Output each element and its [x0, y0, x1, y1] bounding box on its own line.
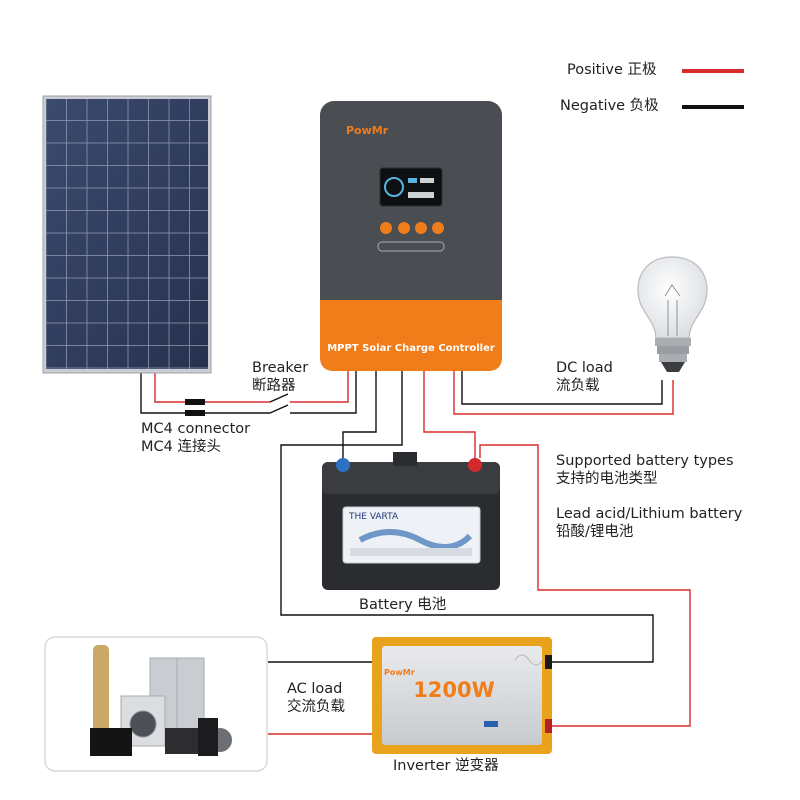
dc-load-label-en: DC load: [556, 360, 613, 376]
wires: [140, 366, 691, 735]
inverter-icon: PowMr 1200W: [372, 637, 552, 754]
controller-title: MPPT Solar Charge Controller: [327, 343, 495, 354]
ac-load-label-en: AC load: [287, 681, 343, 697]
wire-inverter-negative: [280, 366, 654, 663]
legend-positive-label: Positive 正极: [567, 62, 657, 78]
legend-negative-label: Negative 负极: [560, 98, 659, 114]
breaker-switch: [269, 393, 289, 414]
car-battery-icon: THE VARTA: [322, 452, 500, 590]
wire-dc-negative: [461, 366, 663, 405]
breaker-label-en: Breaker: [252, 360, 309, 376]
battery-brand: THE VARTA: [348, 512, 399, 522]
inverter-label: Inverter 逆变器: [393, 758, 499, 774]
dc-load-label-cn: 流负载: [556, 378, 600, 394]
solar-panel-icon: [42, 95, 212, 374]
charge-controller-icon: PowMr MPPT Solar Charge Controller: [320, 101, 502, 371]
ac-load-label-cn: 交流负载: [287, 699, 345, 715]
light-bulb-icon: [637, 256, 708, 372]
wire-panel-positive: [154, 366, 349, 403]
inverter-brand: PowMr: [384, 668, 415, 677]
legend-negative-line: [682, 105, 744, 109]
mc4-label-en: MC4 connector: [141, 421, 251, 437]
mc4-connector: [185, 399, 205, 405]
wire-inverter-positive: [479, 444, 691, 727]
battery-types-label-en: Supported battery types: [556, 453, 734, 469]
wire-battery-positive: [423, 366, 476, 458]
controller-brand: PowMr: [346, 124, 389, 137]
legend-positive-line: [682, 69, 744, 73]
wire-dc-positive: [453, 366, 674, 415]
home-appliances-icon: [44, 636, 268, 772]
mc4-connector: [185, 410, 205, 416]
battery-label: Battery 电池: [359, 597, 447, 613]
breaker-label-cn: 断路器: [252, 378, 296, 394]
mc4-label-cn: MC4 连接头: [141, 439, 221, 455]
battery-types-label-cn: 支持的电池类型: [556, 471, 658, 487]
lead-lithium-label-cn: 铅酸/锂电池: [556, 524, 634, 540]
lead-lithium-label-en: Lead acid/Lithium battery: [556, 506, 743, 522]
inverter-power: 1200W: [413, 678, 495, 702]
wire-panel-negative: [140, 366, 357, 414]
